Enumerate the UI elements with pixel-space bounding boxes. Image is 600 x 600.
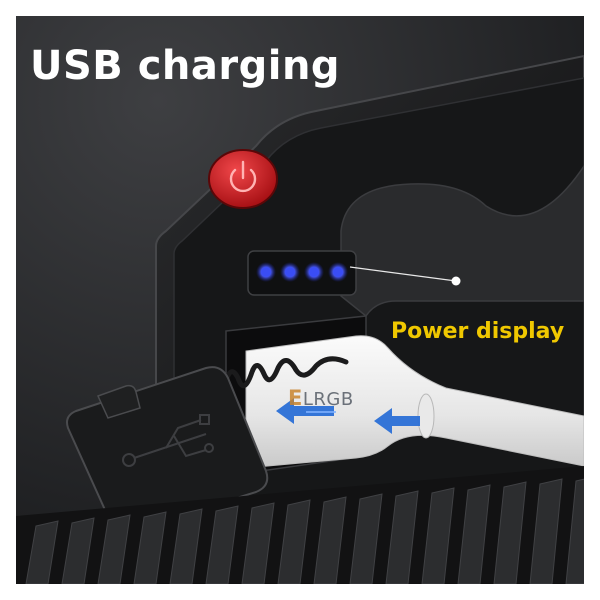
battery-leds	[256, 262, 348, 282]
callout-dot	[451, 276, 461, 286]
grip-rib	[241, 502, 275, 584]
grip-rib	[457, 484, 491, 584]
power-button	[208, 149, 278, 209]
grip-rib	[565, 478, 584, 584]
battery-led	[309, 267, 319, 277]
grip-rib	[61, 517, 95, 584]
watermark-rest: LRGB	[302, 389, 354, 410]
grip-rib	[169, 508, 203, 584]
grip-rib	[529, 478, 563, 584]
brand-watermark: ELRGB	[288, 386, 354, 410]
flashlight-illustration	[16, 16, 584, 584]
handle-cutout	[340, 164, 584, 318]
battery-led	[285, 267, 295, 277]
headline: USB charging	[30, 43, 341, 89]
usb-icon	[122, 414, 214, 467]
grip-rib	[97, 514, 131, 584]
grip-ribs	[16, 466, 584, 584]
charging-arrow-icon	[276, 398, 420, 434]
grip-rib	[277, 499, 311, 584]
grip-rib	[385, 490, 419, 584]
grip-rib	[313, 496, 347, 584]
callout-label: Power display	[391, 319, 565, 344]
scribble-mark	[223, 356, 349, 389]
power-icon	[229, 160, 257, 193]
grip-rib	[421, 487, 455, 584]
port-cover	[66, 366, 269, 534]
grip-rib	[205, 505, 239, 584]
callout-line	[349, 266, 457, 282]
product-image: USB charging Power display ELRGB	[16, 16, 584, 584]
led-strip	[247, 250, 357, 296]
grip-rib	[133, 511, 167, 584]
battery-led	[261, 267, 271, 277]
grip-rib	[349, 493, 383, 584]
usb-cable	[245, 335, 584, 469]
grip-rib	[493, 481, 527, 584]
watermark-accent: E	[288, 386, 303, 410]
battery-led	[333, 267, 343, 277]
grip-rib	[25, 520, 59, 584]
